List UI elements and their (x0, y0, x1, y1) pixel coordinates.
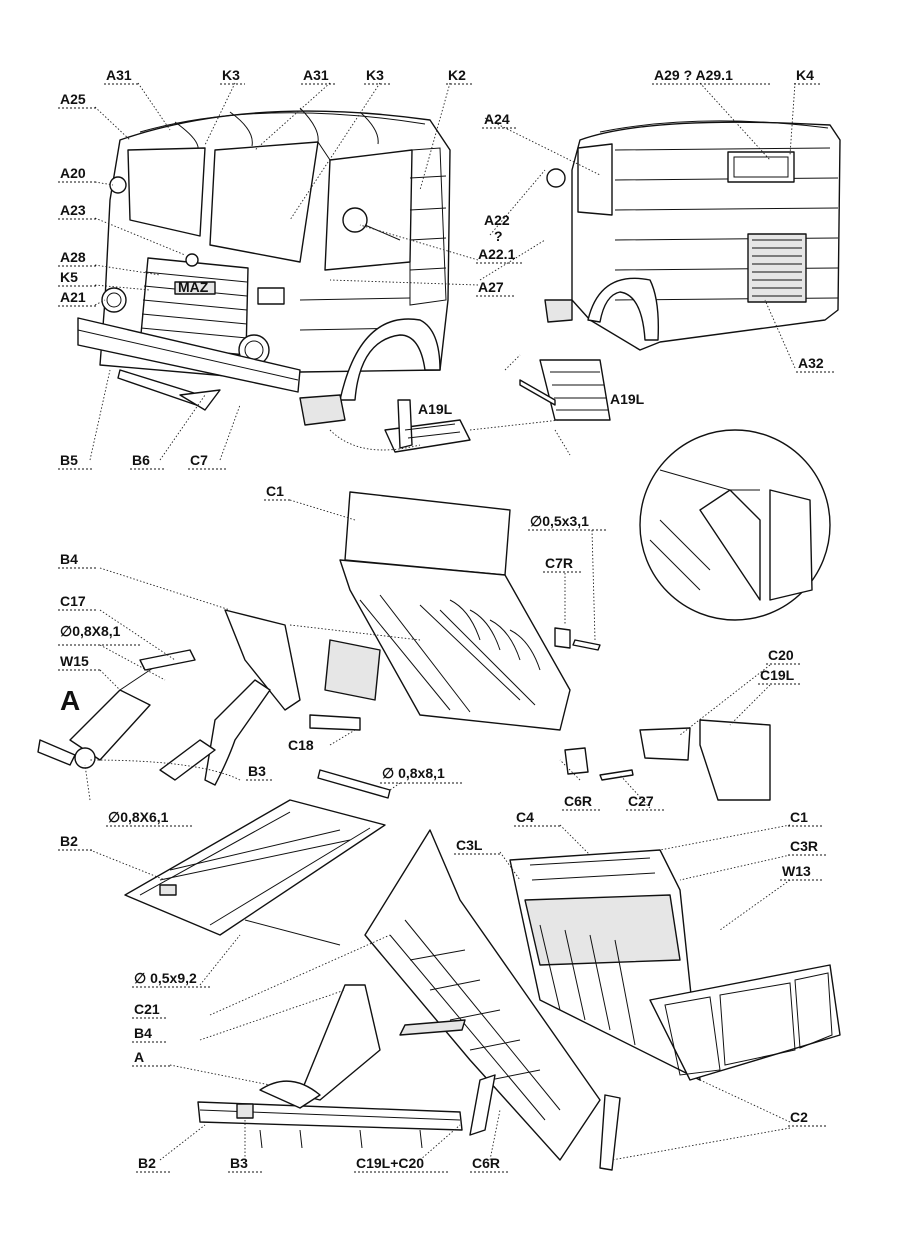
label-a22-question: ? (494, 228, 503, 244)
cab-front-view: MAZ (77, 107, 451, 426)
label-c1-top: C1 (266, 483, 284, 499)
label-k2: K2 (448, 67, 466, 83)
label-diameter-08x81-left: ∅0,8X8,1 (60, 623, 121, 639)
label-b3-bottom: B3 (230, 1155, 248, 1171)
tipper-body-right (509, 849, 841, 1081)
label-a31-left: A31 (106, 67, 132, 83)
label-a27: A27 (478, 279, 504, 295)
label-c17: C17 (60, 593, 86, 609)
label-a29: A29 ? A29.1 (654, 67, 733, 83)
label-b4-bottom: B4 (134, 1025, 152, 1041)
label-c27: C27 (628, 793, 654, 809)
label-a23: A23 (60, 202, 86, 218)
label-b5: B5 (60, 452, 78, 468)
label-a31-mid: A31 (303, 67, 329, 83)
label-k3-left: K3 (222, 67, 240, 83)
label-c3l: C3L (456, 837, 483, 853)
label-c21: C21 (134, 1001, 160, 1017)
label-a19l-left: A19L (418, 401, 453, 417)
chassis-frame-b2 (124, 799, 386, 946)
callout-labels: A31 K3 A31 K3 K2 A25 A20 A23 A28 K5 A21 … (58, 67, 834, 1173)
tipper-side-c3l (364, 829, 621, 1171)
tipper-front-wall-c1 (324, 491, 571, 731)
label-a22-1: A22.1 (478, 246, 516, 262)
label-k5: K5 (60, 269, 78, 285)
label-c6r-top: C6R (564, 793, 592, 809)
label-c19l-c20: C19L+C20 (356, 1155, 424, 1171)
label-c7r: C7R (545, 555, 573, 571)
label-w15: W15 (60, 653, 89, 669)
label-b2-bottom: B2 (138, 1155, 156, 1171)
label-c2: C2 (790, 1109, 808, 1125)
label-a24: A24 (484, 111, 510, 127)
label-c7: C7 (190, 452, 208, 468)
label-a20: A20 (60, 165, 86, 181)
label-a-bottom: A (134, 1049, 144, 1065)
bottom-subassembly (197, 984, 463, 1149)
label-k4: K4 (796, 67, 814, 83)
label-diameter-05x31: ∅0,5x3,1 (530, 513, 589, 529)
label-a25: A25 (60, 91, 86, 107)
hydraulic-cylinder-w15 (37, 649, 196, 769)
label-c3r: C3R (790, 838, 818, 854)
label-c1-right: C1 (790, 809, 808, 825)
label-b2-top: B2 (60, 833, 78, 849)
label-c20: C20 (768, 647, 794, 663)
cab-rear-view (544, 120, 841, 351)
label-assembly-a: A (60, 685, 80, 716)
label-a22: A22 (484, 212, 510, 228)
label-a28: A28 (60, 249, 86, 265)
label-b3-top: B3 (248, 763, 266, 779)
grille-logo: MAZ (178, 279, 209, 295)
label-diameter-08x81-mid: ∅ 0,8x8,1 (382, 765, 445, 781)
label-c19l: C19L (760, 667, 795, 683)
step-a19l-left (384, 399, 471, 453)
label-diameter-05x92: ∅ 0,5x9,2 (134, 970, 197, 986)
label-b4-top: B4 (60, 551, 78, 567)
label-k3-mid: K3 (366, 67, 384, 83)
lift-arms-b4-b3 (159, 609, 361, 786)
label-a19l-right: A19L (610, 391, 645, 407)
label-b6: B6 (132, 452, 150, 468)
label-w13: W13 (782, 863, 811, 879)
label-c18: C18 (288, 737, 314, 753)
label-a32: A32 (798, 355, 824, 371)
label-diameter-08x61: ∅0,8X6,1 (108, 809, 169, 825)
detail-magnifier (639, 429, 831, 621)
step-a19l-right (519, 359, 611, 421)
label-a21: A21 (60, 289, 86, 305)
small-parts (317, 627, 771, 801)
label-c4: C4 (516, 809, 534, 825)
leader-lines (84, 82, 796, 1161)
label-c6r-bottom: C6R (472, 1155, 500, 1171)
